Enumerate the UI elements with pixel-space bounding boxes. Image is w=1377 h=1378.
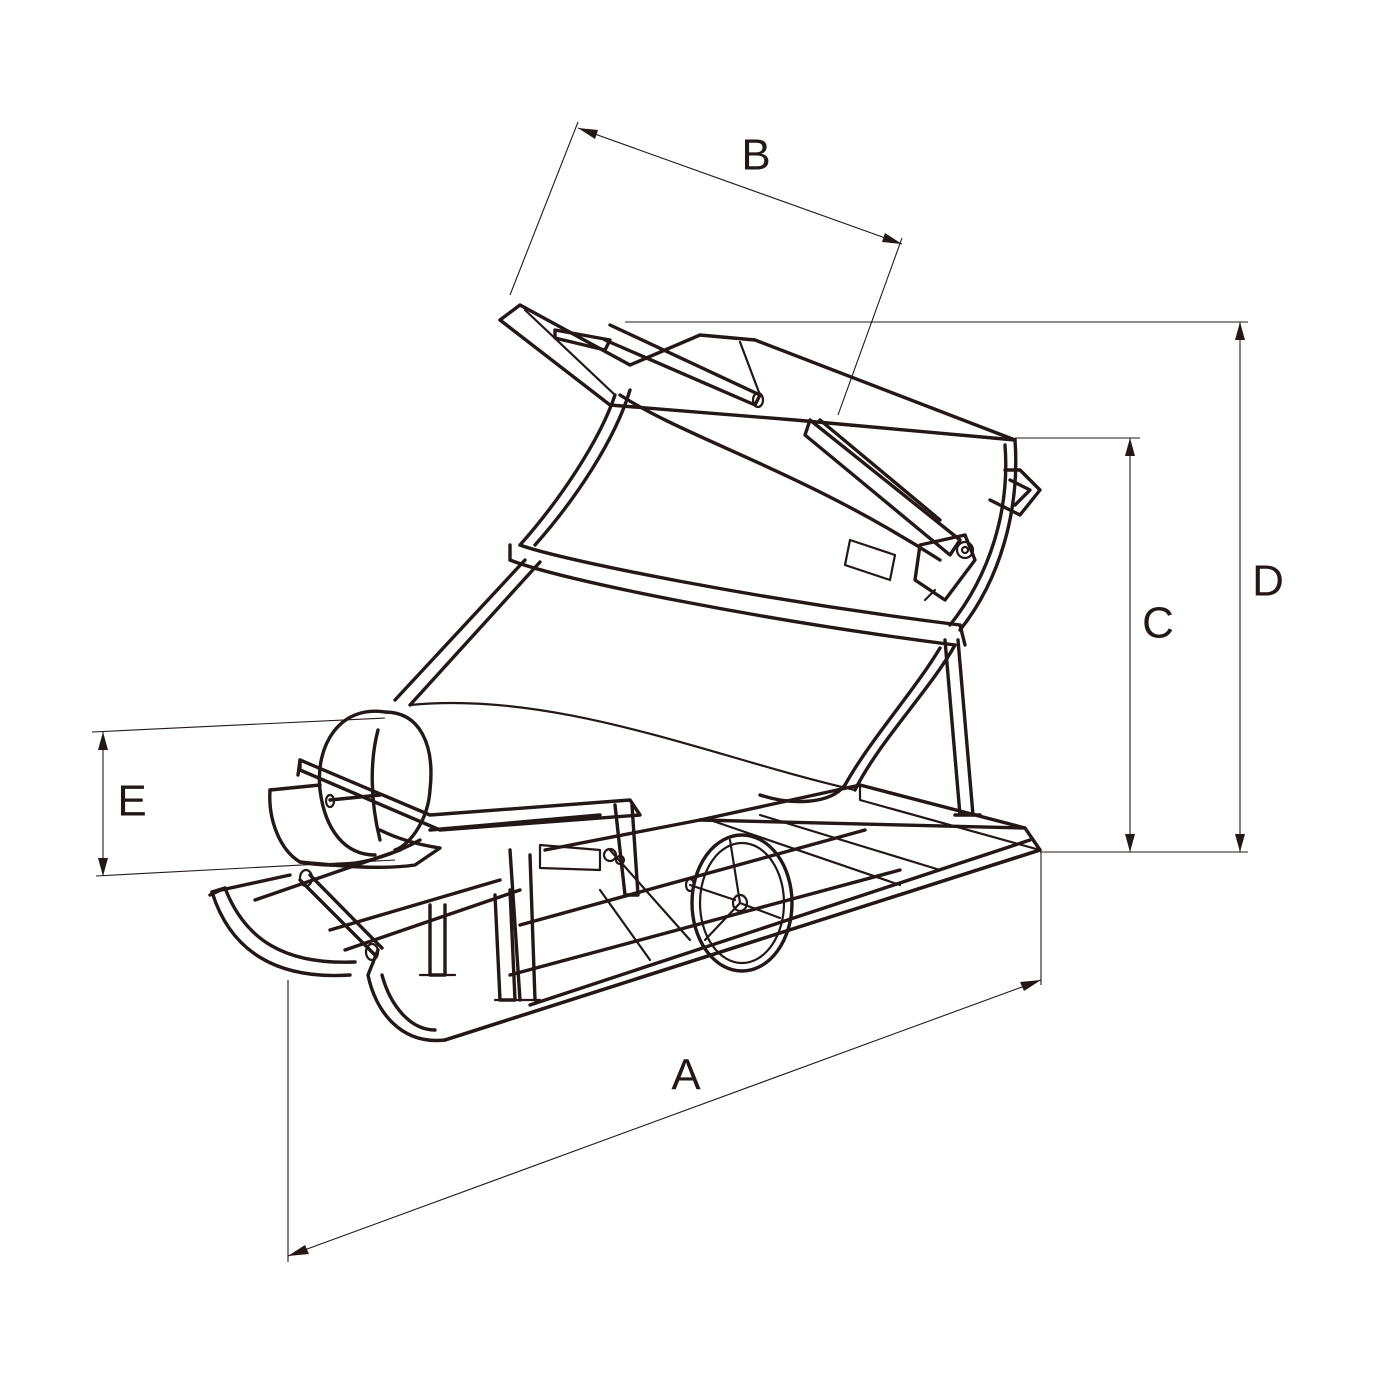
discharge-gate (268, 709, 442, 870)
dimension-e: E (91, 717, 396, 877)
rear-support-leg (943, 638, 982, 817)
dimension-a: A (287, 852, 1042, 1262)
dimension-e-label: E (117, 777, 146, 826)
dimension-c-label: C (1142, 599, 1174, 648)
dimension-b: B (509, 121, 903, 416)
handle-frame (296, 758, 642, 897)
hopper-body (393, 303, 1018, 804)
gate-lever-arm (553, 323, 1042, 602)
dimension-b-label: B (741, 131, 770, 180)
dimension-d: D (625, 321, 1284, 853)
handwheel (684, 833, 794, 973)
dimension-d-label: D (1252, 557, 1284, 606)
dimension-c: C (1015, 437, 1174, 852)
dimension-a-label: A (671, 1051, 701, 1100)
sled-frame (208, 783, 1042, 1043)
